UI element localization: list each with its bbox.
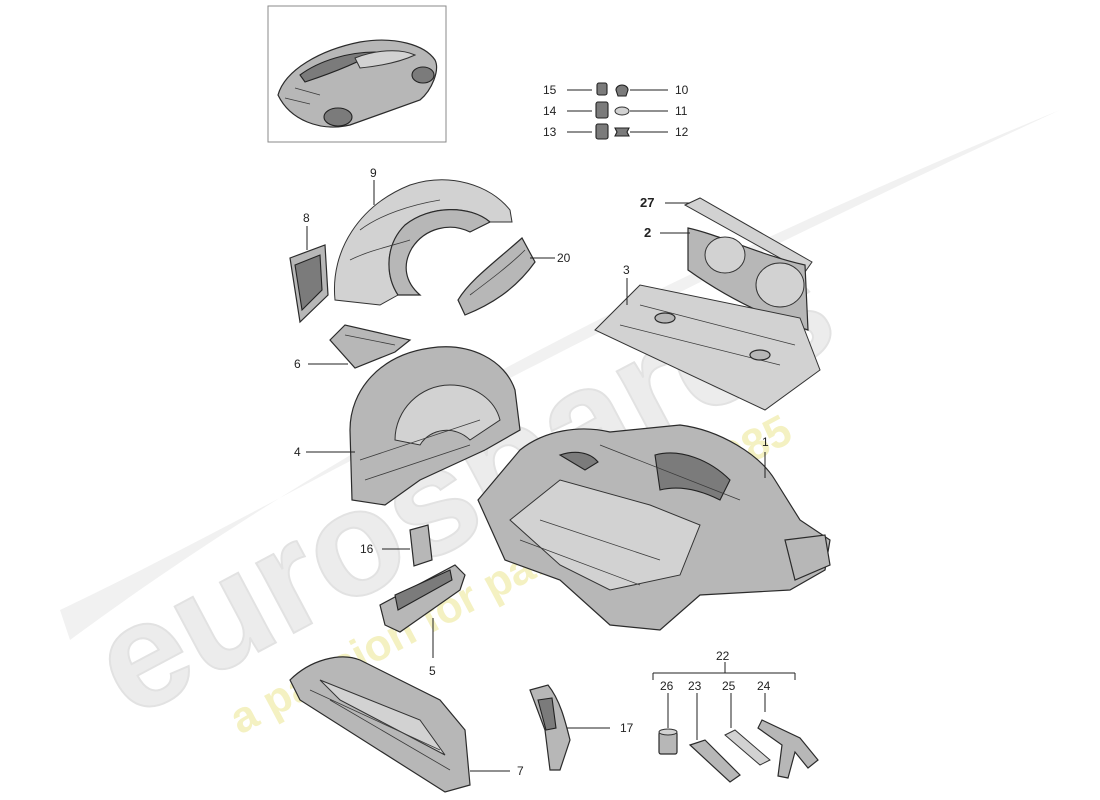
- gun-24-icon: [757, 719, 819, 779]
- washer-11: [614, 106, 630, 116]
- callout-12: 12: [675, 125, 689, 139]
- callout-20: 20: [557, 251, 571, 265]
- callout-1: 1: [762, 435, 769, 449]
- fastener-group: [567, 82, 668, 140]
- callout-7: 7: [517, 764, 524, 778]
- callout-labels: 1 2 3 4 5 6 7 8 9 10 11 12 13 14 15 16 1…: [294, 83, 771, 778]
- callout-26: 26: [660, 679, 674, 693]
- watermark: eurospares a passion for parts since 198…: [60, 110, 1060, 749]
- part-9-wheel-housing: [333, 179, 513, 306]
- part-2-partition: [660, 227, 809, 331]
- clip-12: [614, 127, 630, 137]
- callout-15: 15: [543, 83, 557, 97]
- callout-5: 5: [429, 664, 436, 678]
- part-27-strip: [665, 197, 813, 273]
- callout-13: 13: [543, 125, 557, 139]
- part-20-panel: [457, 237, 555, 316]
- callout-22: 22: [716, 649, 730, 663]
- callout-10: 10: [675, 83, 689, 97]
- part-1-rear-body: [477, 424, 831, 631]
- callout-14: 14: [543, 104, 557, 118]
- tube-23-icon: [688, 739, 741, 783]
- part-4-wheel-housing: [306, 346, 521, 506]
- part-6-panel: [308, 324, 412, 369]
- tool-group-22: [652, 662, 819, 783]
- callout-9: 9: [370, 166, 377, 180]
- callout-25: 25: [722, 679, 736, 693]
- clip-10: [615, 84, 629, 97]
- nozzle-25-icon: [724, 729, 771, 766]
- callout-3: 3: [623, 263, 630, 277]
- callout-8: 8: [303, 211, 310, 225]
- part-16-bracket: [382, 524, 433, 567]
- callout-27: 27: [640, 195, 654, 210]
- part-3-floor: [594, 278, 821, 411]
- car-thumbnail-icon: [267, 5, 447, 143]
- callout-16: 16: [360, 542, 374, 556]
- callout-24: 24: [757, 679, 771, 693]
- callout-6: 6: [294, 357, 301, 371]
- callout-2: 2: [644, 225, 651, 240]
- part-5-beam: [379, 564, 466, 658]
- part-8-bracket: [289, 226, 329, 324]
- grommet-14: [595, 101, 609, 119]
- part-7-rear-panel: [289, 656, 510, 793]
- grommet-15: [596, 82, 608, 96]
- callout-17: 17: [620, 721, 634, 735]
- callout-4: 4: [294, 445, 301, 459]
- grommet-13: [595, 123, 609, 140]
- part-17-bracket: [529, 684, 610, 771]
- callout-11: 11: [675, 104, 688, 118]
- callout-23: 23: [688, 679, 702, 693]
